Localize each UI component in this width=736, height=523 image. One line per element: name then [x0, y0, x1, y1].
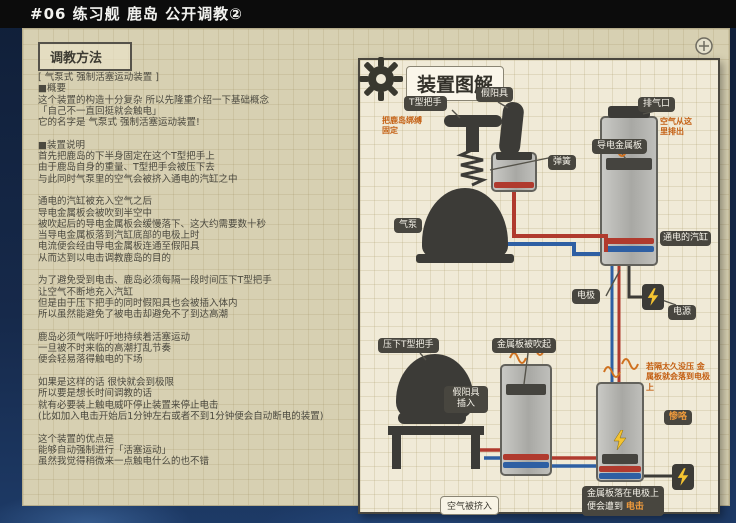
shock-line-1: 金属板落在电极上: [587, 489, 660, 499]
text-line: 「自己不一直回挺就会触电」: [38, 105, 162, 117]
text-line: [ 气泵式 强制活塞运动装置 ]: [38, 72, 159, 83]
device-diagram-panel: 装置图解: [358, 57, 720, 517]
note-air-out: 空气从这里排出: [660, 117, 692, 137]
text-line: 如果是这样的话 很快就会到极限: [38, 377, 175, 389]
label-t-handle: T型把手: [404, 96, 447, 112]
label-exhaust-port: 排气口: [638, 97, 676, 113]
note-bind-kashima: 把鹿岛绑缚固定: [382, 116, 422, 136]
label-oops: 惨咯: [664, 410, 693, 426]
label-power: 电源: [668, 305, 697, 321]
text-line: 鹿岛必须气喘吁吁地持续着活塞运动: [38, 331, 191, 343]
shock-prefix: 便会遭到: [587, 502, 624, 513]
text-line: 与此同时气泵里的空气会被挤入通电的汽缸之中: [38, 173, 238, 185]
text-line: [38, 321, 356, 332]
text-line: [38, 264, 356, 275]
conductive-metal-plate: [606, 158, 652, 170]
lightning-icon: [613, 430, 627, 450]
note-plate-falls: 若隔太久没压 金属板就会落到电极上: [646, 362, 710, 392]
text-line: 所以虽然能避免了被电击却避免不了到达高潮: [38, 309, 229, 321]
text-line: 便会轻易落得触电的下场: [38, 354, 143, 366]
right-blue-band: [599, 473, 641, 479]
text-line: 它的名字是 气泵式 强制活塞运动装置!: [38, 117, 200, 129]
power-wire-top: [627, 266, 642, 299]
gear-icon: [359, 57, 403, 101]
label-dildo-inserted: 假阳具插入: [444, 386, 488, 413]
label-air-squeezed: 空气被挤入: [440, 496, 500, 515]
text-line: 就有必要装上触电威吓停止装置来停止电击: [38, 399, 219, 411]
cylinder-red-band: [604, 238, 654, 244]
text-line: 这个装置的优点是: [38, 433, 115, 445]
t-handle-stem: [466, 126, 479, 152]
stand-leg-left: [392, 435, 401, 469]
middle-red-band: [503, 454, 549, 460]
label-electrode: 电极: [572, 289, 601, 305]
pressed-t-handle-bar: [398, 412, 466, 424]
text-line: 但是由于压下把手的同时假阳具也会被插入体内: [38, 297, 238, 309]
text-line: [38, 185, 356, 196]
text-line: 当导电金属板落到汽缸底部的电极上时: [38, 230, 200, 242]
fallen-plate: [602, 454, 638, 464]
pump-base: [416, 254, 514, 263]
text-line: [38, 128, 356, 139]
label-spring: 弹簧: [548, 155, 577, 171]
window-title-bar: #06 练习舰 鹿岛 公开调教②: [0, 0, 736, 28]
red-tube-top: [512, 192, 608, 252]
housing-cap: [496, 152, 532, 160]
text-line: 通电的汽缸被充入空气之后: [38, 196, 153, 208]
housing-red-band: [494, 182, 534, 188]
cylinder-blue-band: [604, 246, 654, 252]
power-bolt-badge-bottom: [672, 464, 694, 490]
text-line: [38, 366, 356, 377]
method-section-title: 调教方法: [38, 42, 133, 71]
right-red-band: [599, 466, 641, 472]
text-line: 被吹起后的导电金属板会缓慢落下、这大约需要数十秒: [38, 218, 267, 230]
page-title: #06 练习舰 鹿岛 公开调教②: [30, 5, 243, 23]
text-line: 让空气不断地充入汽缸: [38, 286, 134, 298]
text-line: 首先把鹿岛的下半身固定在这个T型把手上: [38, 151, 215, 163]
blue-tube-top: [508, 242, 600, 256]
text-line: 所以要是想长时间调教的话: [38, 388, 153, 400]
middle-blue-band: [503, 462, 549, 468]
text-line: 一旦被不时来临的高潮打乱节奏: [38, 343, 172, 355]
text-line: 虽然我觉得稍微来一点触电什么的也不错: [38, 456, 210, 468]
stand-top: [388, 426, 484, 435]
power-bolt-badge: [642, 284, 664, 310]
spring-coil: [456, 148, 488, 187]
lightning-icon: [677, 468, 689, 486]
text-line: 这个装置的构造十分复杂 所以先隆重介绍一下基础概念: [38, 94, 270, 106]
text-line: 由于鹿岛自身的重量、T型把手会被压下去: [38, 162, 215, 174]
method-text-block: [ 气泵式 强制活塞运动装置 ]■概要这个装置的构造十分复杂 所以先隆重介绍一下…: [38, 72, 356, 467]
text-line: 为了避免受到电击、鹿岛必须每隔一段时间压下T型把手: [38, 275, 272, 287]
stand-leg-right: [471, 435, 480, 469]
label-plate-blown: 金属板被吹起: [492, 338, 557, 354]
method-title-text: 调教方法: [50, 51, 103, 66]
blown-up-plate: [506, 384, 546, 395]
label-electrified-cylinder: 通电的汽缸: [660, 231, 712, 247]
text-line: 能够自动强制进行「活塞运动」: [38, 444, 172, 456]
text-line: 从而达到以电击调教鹿岛的目的: [38, 252, 172, 264]
lightning-icon: [647, 288, 659, 306]
text-line: ■概要: [38, 83, 66, 95]
text-line: [38, 422, 356, 433]
shock-word: 电击: [625, 502, 644, 513]
text-line: 导电金属板会被吹到半空中: [38, 207, 153, 219]
label-dildo: 假阳具: [476, 87, 514, 103]
shock-line-2: 便会遭到 电击: [587, 501, 659, 514]
dildo-shape: [498, 101, 525, 157]
expand-plus-icon[interactable]: [694, 36, 714, 56]
diagram-title: 装置图解: [406, 66, 505, 101]
label-air-pump: 气泵: [394, 218, 423, 234]
label-press-t-handle: 压下T型把手: [378, 338, 439, 354]
air-pump-bulb: [422, 188, 508, 258]
text-line: (比如加入电击开始后1分钟左右或者不到1分钟便会自动断电的装置): [38, 410, 324, 422]
label-metal-plate: 导电金属板: [592, 139, 648, 155]
oops-text: 惨咯: [669, 412, 688, 422]
note-shock-result: 金属板落在电极上 便会遭到 电击: [582, 486, 665, 517]
text-line: 电流便会经由导电金属板连通至假阳具: [38, 241, 200, 253]
text-line: ■装置说明: [38, 139, 85, 151]
